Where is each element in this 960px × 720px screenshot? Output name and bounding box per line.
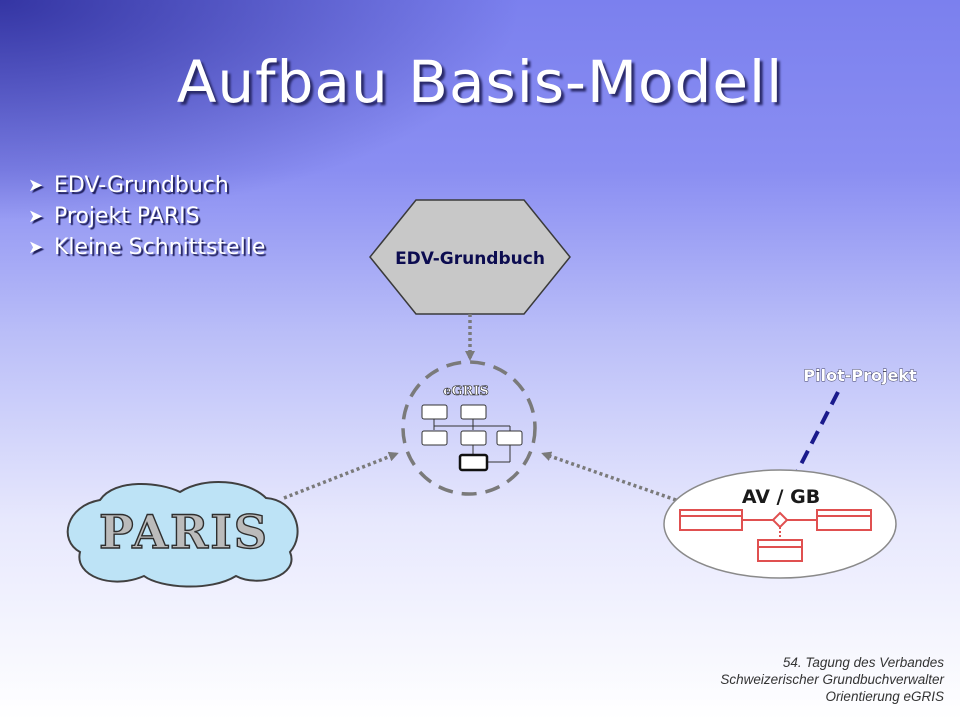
paris-cloud-shape	[66, 481, 299, 588]
hexagon-shape	[369, 199, 571, 315]
egris-schema-icon	[421, 404, 523, 472]
paris-label: PARIS	[99, 505, 269, 559]
bullet-text: Kleine Schnittstelle	[54, 235, 266, 260]
av-gb-uml-icon	[679, 509, 872, 562]
av-gb-label: AV / GB	[742, 486, 820, 508]
arrowhead-bullet-icon: ➤	[28, 237, 44, 258]
connector-avgb-to-egris	[541, 451, 677, 502]
arrowhead-bullet-icon: ➤	[28, 206, 44, 227]
egris-label: eGRIS	[443, 384, 489, 399]
footer-line: 54. Tagung des Verbandes	[782, 655, 944, 670]
egris-node: eGRIS	[401, 360, 537, 496]
slide-footer: 54. Tagung des Verbandes Schweizerischer…	[720, 654, 944, 705]
av-gb-node: AV / GB	[663, 469, 897, 579]
bullet-text: EDV-Grundbuch	[54, 173, 229, 198]
bullet-item: ➤ Projekt PARIS	[28, 201, 265, 232]
bullet-list: ➤ EDV-Grundbuch ➤ Projekt PARIS ➤ Kleine…	[28, 170, 265, 263]
edv-grundbuch-node: EDV-Grundbuch	[369, 199, 571, 315]
slide-title: Aufbau Basis-Modell	[176, 48, 784, 116]
footer-line: Schweizerischer Grundbuchverwalter	[720, 672, 944, 687]
footer-line: Orientierung eGRIS	[825, 689, 944, 704]
egris-dashed-circle	[401, 360, 537, 496]
bullet-item: ➤ EDV-Grundbuch	[28, 170, 265, 201]
pilot-projekt-label: Pilot-Projekt	[803, 366, 917, 385]
bullet-text: Projekt PARIS	[54, 204, 200, 229]
bullet-item: ➤ Kleine Schnittstelle	[28, 232, 265, 263]
connector-paris-to-egris	[283, 451, 399, 500]
pilot-projekt-dashed-line	[794, 391, 840, 475]
hexagon-label: EDV-Grundbuch	[395, 249, 545, 269]
paris-node: PARIS	[66, 481, 299, 588]
arrowhead-bullet-icon: ➤	[28, 175, 44, 196]
